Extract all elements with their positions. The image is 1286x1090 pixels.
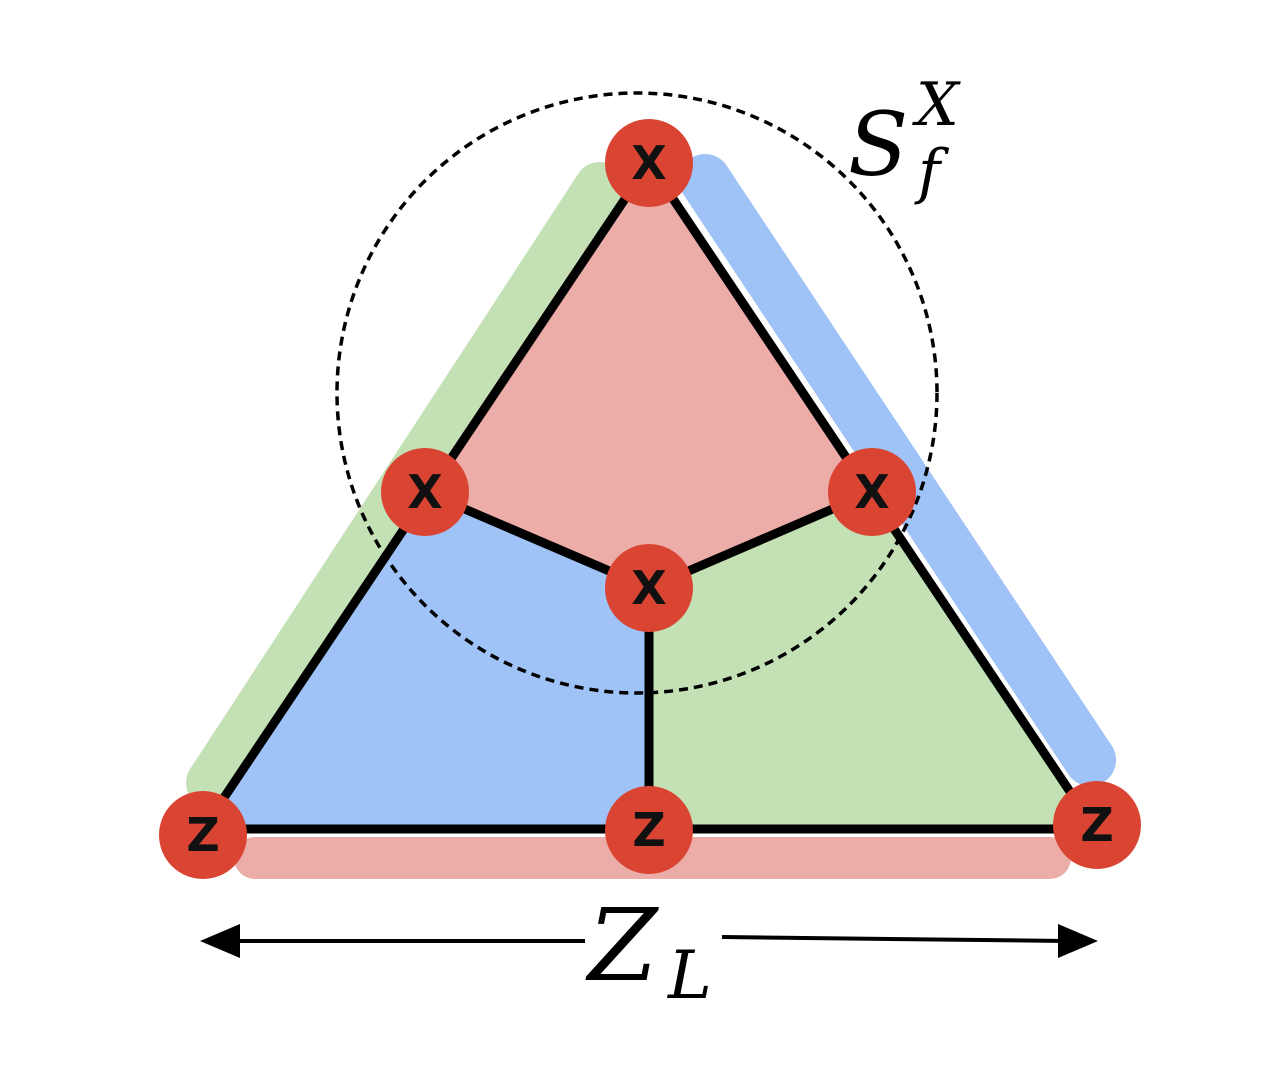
qubit-bottom-right-label: Z <box>1080 798 1113 852</box>
stabilizer-label-base: S <box>848 93 908 196</box>
logical-operator-arrow <box>200 924 1098 958</box>
arrow-right-shaft <box>721 935 1067 943</box>
stabilizer-label-subscript: f <box>914 137 950 207</box>
logical-label: Z L <box>585 887 712 1014</box>
face-left-blue <box>203 492 649 829</box>
faces <box>203 163 1095 829</box>
arrow-right-head <box>1058 924 1098 958</box>
qubit-nodes: X X X X Z Z Z <box>159 119 1141 879</box>
arrow-left-head <box>200 924 240 958</box>
qubit-mid-left-label: X <box>407 465 442 519</box>
face-top-red <box>425 163 872 588</box>
logical-label-base: Z <box>585 887 659 1004</box>
face-right-green <box>649 492 1095 829</box>
qubit-bottom-left-label: Z <box>186 808 219 862</box>
logical-label-subscript: L <box>667 937 712 1014</box>
qubit-bottom-left: Z <box>159 791 247 879</box>
qubit-top: X <box>605 119 693 207</box>
qubit-mid-right-label: X <box>854 465 889 519</box>
qubit-mid-right: X <box>828 448 916 536</box>
qubit-mid-left: X <box>381 448 469 536</box>
qubit-top-label: X <box>631 136 666 190</box>
qubit-bottom-center: Z <box>605 786 693 874</box>
qubit-center: X <box>605 544 693 632</box>
stabilizer-circle <box>335 91 939 695</box>
qubit-center-label: X <box>631 561 666 615</box>
qubit-bottom-right: Z <box>1053 781 1141 869</box>
stabilizer-label: S X f <box>848 70 961 207</box>
qubit-bottom-center-label: Z <box>632 803 665 857</box>
stabilizer-label-superscript: X <box>912 70 961 140</box>
